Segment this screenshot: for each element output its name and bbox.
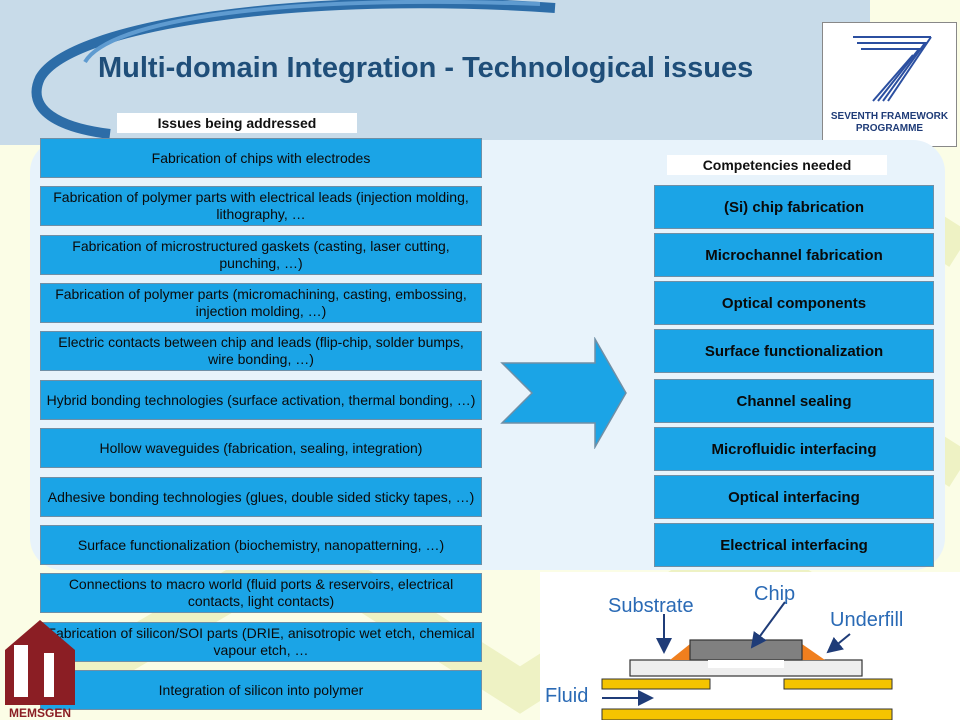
memsgen-logo: MEMSGEN bbox=[5, 620, 75, 720]
issue-item: Surface functionalization (biochemistry,… bbox=[40, 525, 482, 565]
issues-section-label: Issues being addressed bbox=[117, 113, 357, 133]
issue-item: Integration of silicon into polymer bbox=[40, 670, 482, 710]
fp7-line2: PROGRAMME bbox=[855, 123, 924, 134]
issue-item: Connections to macro world (fluid ports … bbox=[40, 573, 482, 613]
issue-item: Fabrication of silicon/SOI parts (DRIE, … bbox=[40, 622, 482, 662]
competency-item: Channel sealing bbox=[654, 379, 934, 423]
competency-item: Microfluidic interfacing bbox=[654, 427, 934, 471]
memsgen-logo-text: MEMSGEN bbox=[9, 706, 71, 720]
fp7-logo: SEVENTH FRAMEWORK PROGRAMME bbox=[822, 22, 957, 147]
issue-item: Fabrication of polymer parts with electr… bbox=[40, 186, 482, 226]
competencies-section-label: Competencies needed bbox=[667, 155, 887, 175]
underfill-label: Underfill bbox=[830, 609, 904, 631]
fp7-seven-icon bbox=[853, 36, 932, 102]
issue-item: Hollow waveguides (fabrication, sealing,… bbox=[40, 428, 482, 468]
competency-item: (Si) chip fabrication bbox=[654, 185, 934, 229]
fluid-label: Fluid bbox=[545, 685, 589, 707]
issue-item: Fabrication of microstructured gaskets (… bbox=[40, 235, 482, 275]
header-swoosh bbox=[31, 0, 556, 139]
issue-item: Fabrication of polymer parts (micromachi… bbox=[40, 283, 482, 323]
issue-item: Hybrid bonding technologies (surface act… bbox=[40, 380, 482, 420]
issue-item: Fabrication of chips with electrodes bbox=[40, 138, 482, 178]
competency-item: Surface functionalization bbox=[654, 329, 934, 373]
page-title: Multi-domain Integration - Technological… bbox=[98, 52, 754, 84]
chip-label: Chip bbox=[754, 583, 796, 605]
competency-item: Electrical interfacing bbox=[654, 523, 934, 567]
right-arrow-icon bbox=[500, 337, 627, 449]
fp7-line1: SEVENTH FRAMEWORK bbox=[830, 111, 949, 122]
competency-item: Optical interfacing bbox=[654, 475, 934, 519]
issue-item: Electric contacts between chip and leads… bbox=[40, 331, 482, 371]
issue-item: Adhesive bonding technologies (glues, do… bbox=[40, 477, 482, 517]
competency-item: Optical components bbox=[654, 281, 934, 325]
substrate-label: Substrate bbox=[608, 595, 694, 617]
competency-item: Microchannel fabrication bbox=[654, 233, 934, 277]
flip-chip-diagram bbox=[601, 601, 893, 720]
